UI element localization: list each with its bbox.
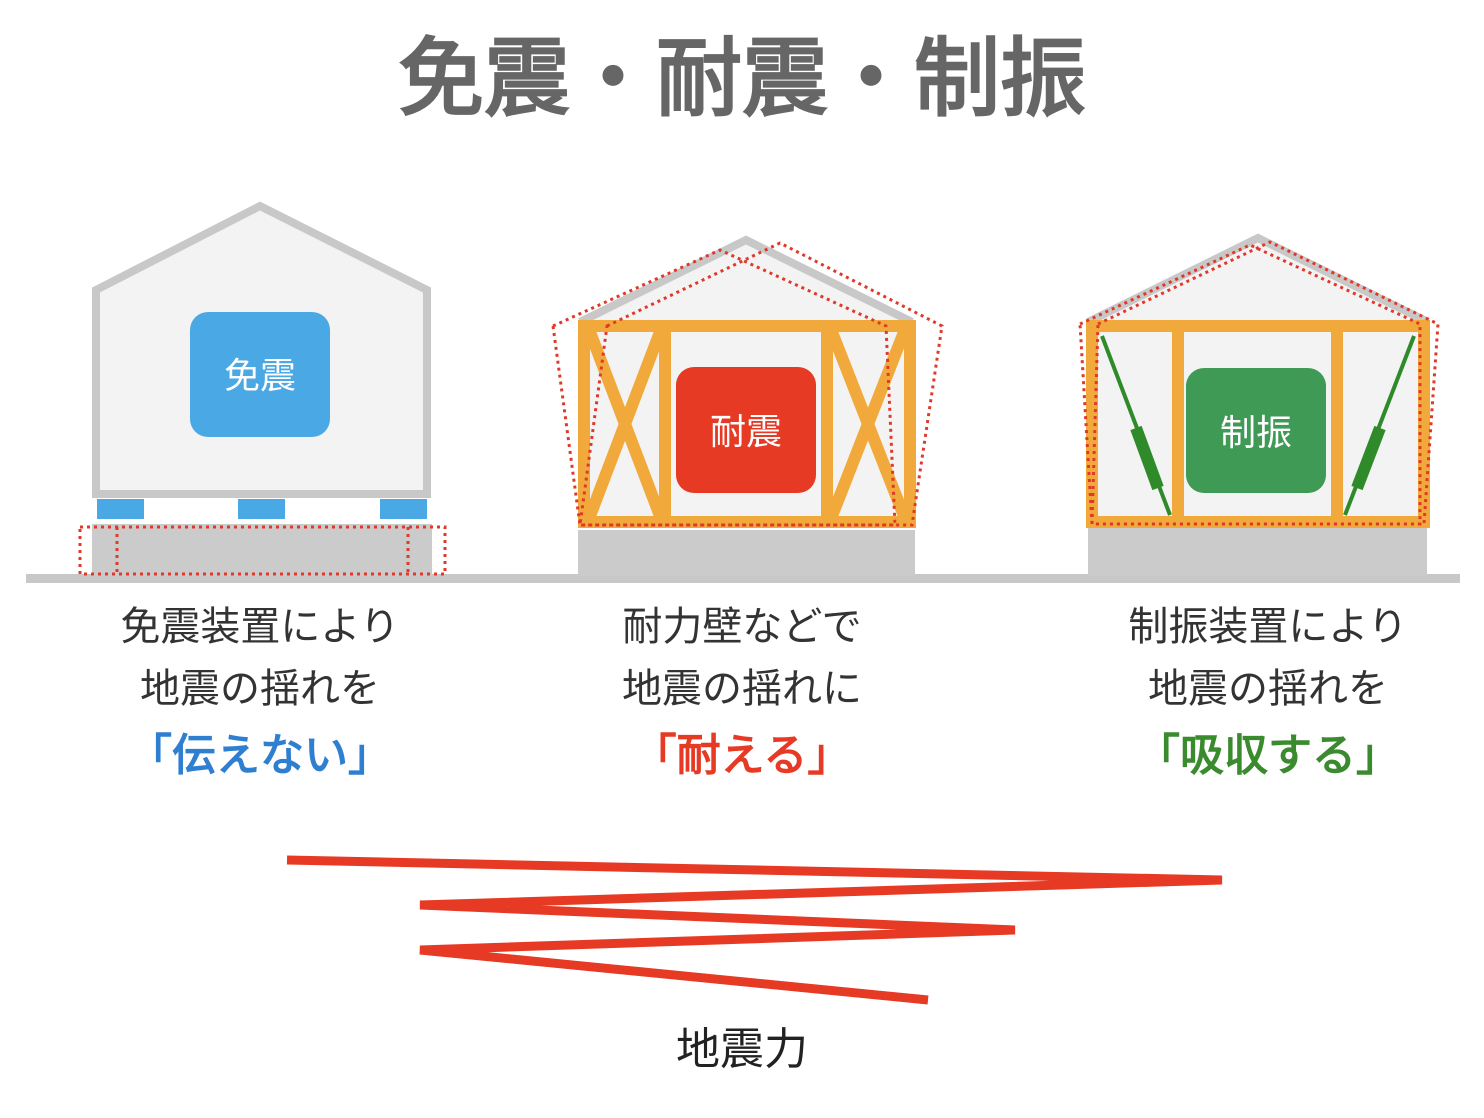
label-resistant: 耐震: [710, 412, 782, 453]
isolator-device: [97, 499, 144, 519]
caption-damping-line1: 制振装置により: [1128, 604, 1407, 650]
seismic-wave-icon: [286, 855, 1223, 1005]
caption-resistant-line2: 地震の揺れに: [622, 666, 862, 712]
brace: [826, 329, 910, 519]
wooden-frame: [578, 320, 916, 528]
caption-resistant-emphasis: 「耐える」: [633, 730, 852, 781]
label-badge-isolation: [190, 312, 330, 437]
page-title: 免震・耐震・制振: [398, 29, 1086, 129]
label-badge-damping: [1186, 368, 1326, 493]
foundation: [578, 530, 915, 576]
house-isolation: 免震: [78, 201, 447, 576]
house-damping: 制振: [1078, 233, 1440, 576]
label-damping: 制振: [1220, 413, 1292, 454]
caption-damping-emphasis: 「吸収する」: [1136, 730, 1400, 781]
foundation: [92, 524, 432, 576]
label-isolation: 免震: [224, 356, 296, 397]
foundation: [1088, 528, 1427, 576]
sway-outline: [578, 241, 944, 527]
brace: [584, 329, 666, 519]
house-resistant: 耐震: [551, 235, 944, 576]
caption-isolation-line2: 地震の揺れを: [140, 666, 380, 712]
caption-isolation-line1: 免震装置により: [120, 604, 399, 650]
caption-damping-line2: 地震の揺れを: [1148, 666, 1388, 712]
wooden-frame: [1086, 320, 1430, 528]
ground-line: [26, 574, 1460, 583]
roof: [578, 235, 914, 326]
caption-isolation-emphasis: 「伝えない」: [128, 730, 392, 781]
displacement-outline: [78, 525, 447, 576]
isolator-device: [238, 499, 285, 519]
force-label: 地震力: [676, 1024, 808, 1075]
sway-outline: [1090, 240, 1440, 526]
isolator-device: [380, 499, 427, 519]
damper-icon: [1351, 425, 1386, 491]
label-badge-resistant: [676, 367, 816, 493]
caption-resistant-line1: 耐力壁などで: [622, 604, 861, 650]
sway-outline: [1078, 243, 1422, 526]
damper-icon: [1130, 425, 1164, 491]
